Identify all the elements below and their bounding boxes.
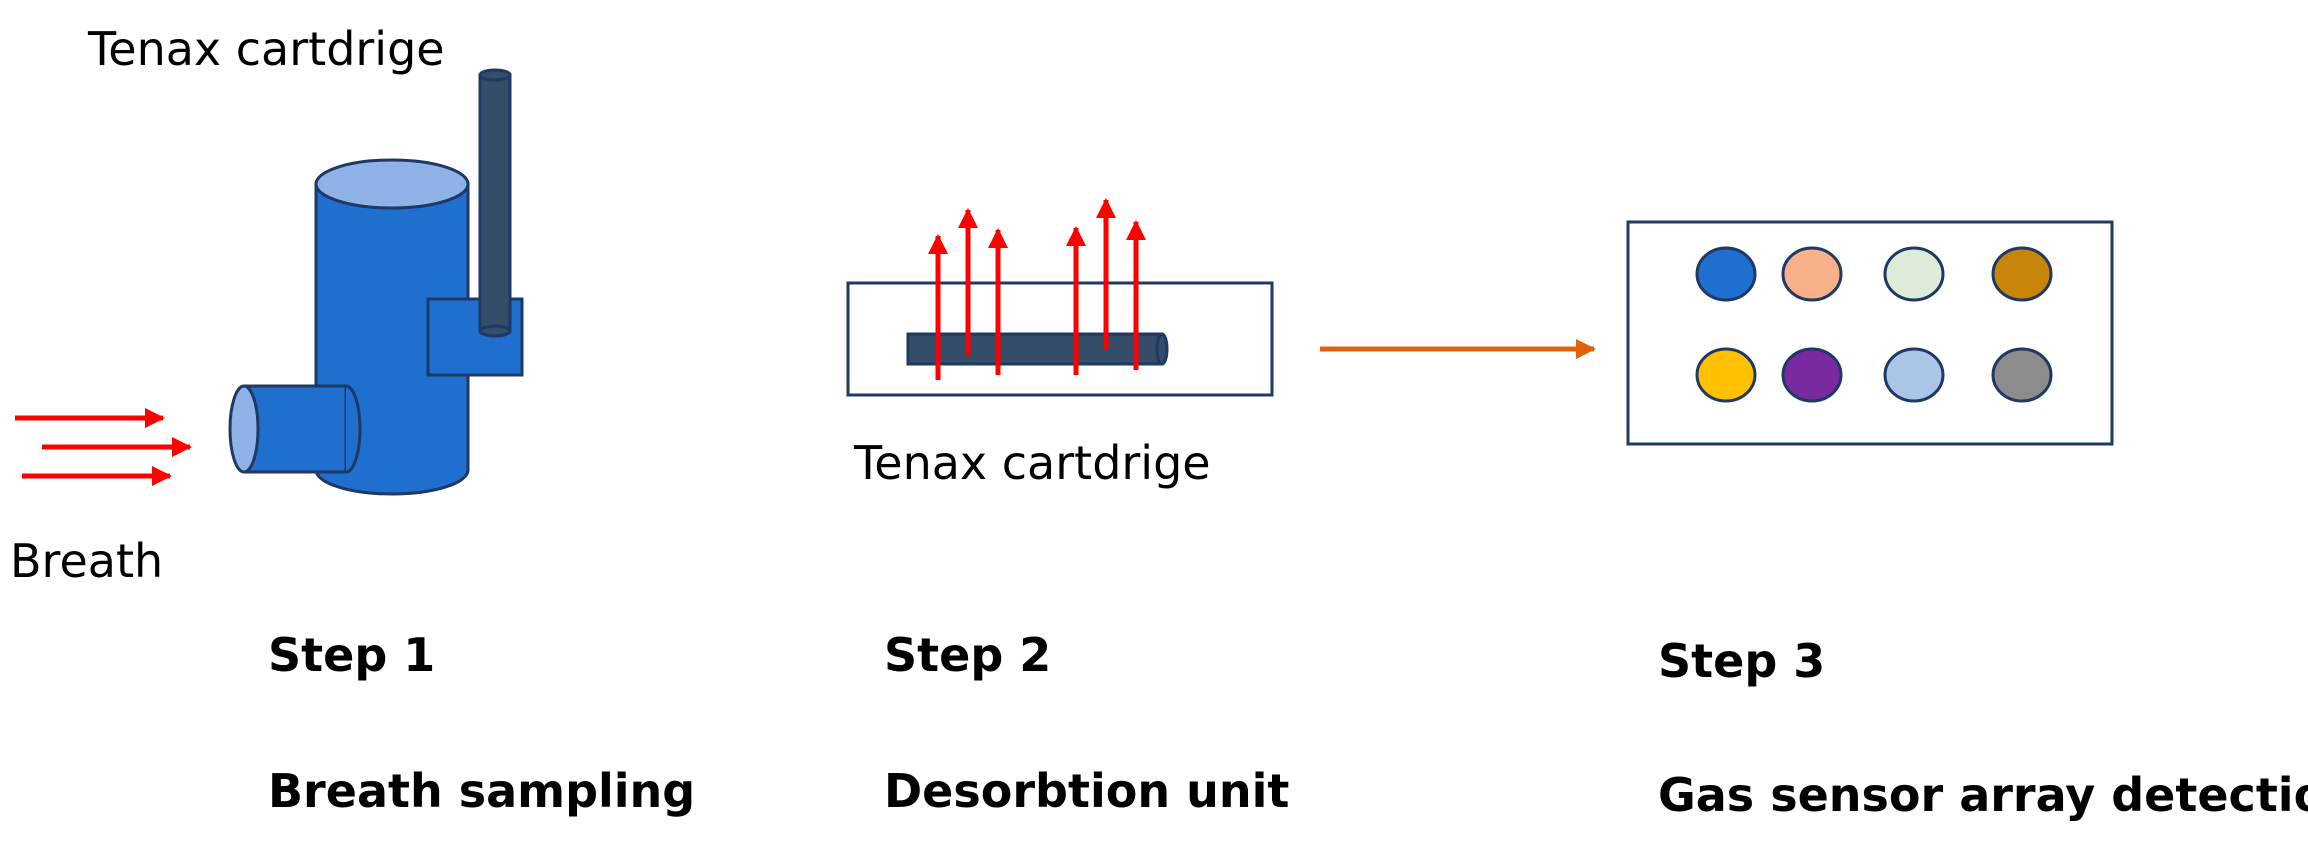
cartridge-label-mid: Tenax cartdrige [854, 436, 1211, 490]
sensor-2 [1781, 246, 1843, 302]
sensor-5 [1695, 347, 1757, 403]
step-1-desc: Breath sampling [268, 764, 696, 818]
sensor-4 [1991, 246, 2053, 302]
desorption-cartridge [906, 332, 1169, 366]
step-2-title: Step 2 [884, 628, 1052, 682]
step-1-title: Step 1 [268, 628, 436, 682]
breath-arrows [15, 408, 192, 486]
sensor-6 [1781, 347, 1843, 403]
sensor-1 [1695, 246, 1757, 302]
heat-arrows [928, 198, 1146, 380]
sensor-8 [1991, 347, 2053, 403]
step-3-desc: Gas sensor array detection [1658, 768, 2308, 822]
vessel-top-opening [314, 158, 470, 210]
vessel-inlet-opening [228, 384, 260, 474]
step-2-desc: Desorbtion unit [884, 764, 1290, 818]
sampling-vessel [228, 68, 524, 496]
step-3-title: Step 3 [1658, 634, 1826, 688]
sensor-7 [1883, 347, 1945, 403]
breath-label: Breath [10, 534, 164, 588]
sensor-3 [1883, 246, 1945, 302]
sensor-array [1695, 246, 2053, 403]
cartridge-label-top: Tenax cartdrige [88, 22, 445, 76]
